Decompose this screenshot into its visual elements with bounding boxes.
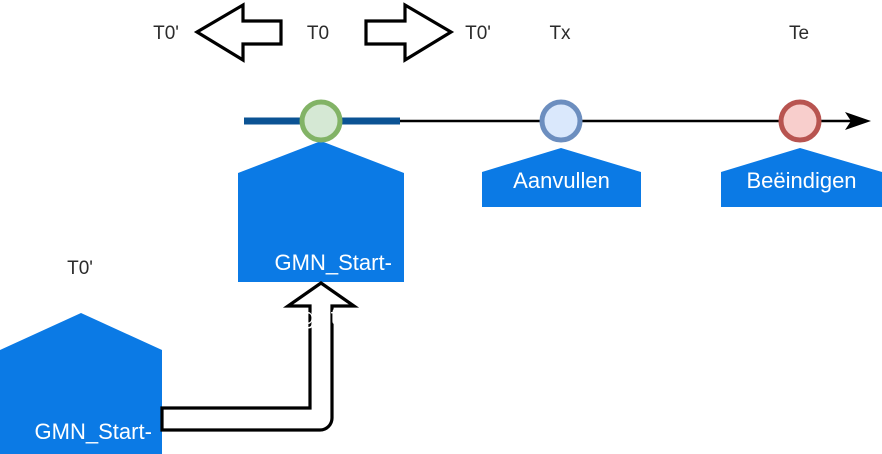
node-shape-aanvullen[interactable] (482, 148, 641, 207)
time-label-te: Te (788, 23, 810, 44)
node-shape-gmn-start-registration-bottom[interactable] (0, 313, 162, 454)
node-label-line-1: GMN_Start- (34, 419, 152, 444)
time-label-t0: T0 (306, 23, 330, 44)
resubmission-block-arrow (160, 281, 360, 432)
shift-right-arrow (364, 2, 455, 63)
milestone-marker-aanvullen[interactable] (539, 99, 583, 143)
node-shape-gmn-start-registration-top[interactable] (238, 141, 404, 282)
node-shape-beeindigen[interactable] (721, 148, 882, 207)
node-label-gmn-start-registration-top: GMN_Start- Registration (238, 222, 404, 357)
node-label-beeindigen: Beëindigen (746, 168, 857, 193)
timeline-arrowhead-icon (845, 112, 871, 130)
node-label-gmn-start-registration-bottom: GMN_Start- Registration (0, 391, 162, 454)
time-label-t0-prime-left: T0' (153, 23, 179, 44)
milestone-marker-beeindigen[interactable] (778, 99, 822, 143)
time-label-tx: Tx (549, 23, 571, 44)
time-label-t0-prime-right: T0' (465, 23, 491, 44)
node-label-aanvullen: Aanvullen (513, 168, 610, 193)
time-label-t0-prime-bottom: T0' (67, 258, 93, 279)
milestone-marker-start-registration[interactable] (299, 99, 343, 143)
shift-left-arrow (193, 2, 283, 63)
node-label-line-2: Registration (274, 304, 392, 329)
node-label-line-1: GMN_Start- (274, 250, 392, 275)
